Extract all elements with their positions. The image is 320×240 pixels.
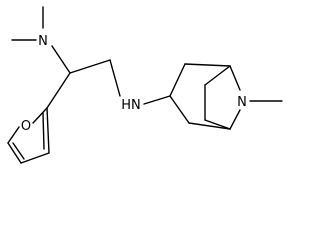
bond-n-ch: [51, 45, 71, 74]
furan-bond-c3-c2-double: [42, 112, 45, 150]
furan-bond-c5-c4-double: [12, 142, 25, 160]
furan-bond-o-c5: [7, 126, 20, 144]
bicyclic-c4-c5: [188, 122, 231, 130]
bicyclic-c1-n: [229, 65, 241, 91]
bond-ch2-nh: [109, 59, 121, 97]
bicyclic-c1-c7: [204, 65, 231, 86]
furan-bond-c3-c2: [46, 107, 50, 154]
bicyclic-n-c5: [229, 109, 241, 130]
structure-diagram: N O HN N: [7, 6, 283, 164]
atom-label-dimethyl-n: N: [38, 34, 48, 49]
molecule-drawing: N O HN N: [7, 6, 283, 164]
furan-bond-c2-o: [32, 107, 48, 124]
atom-label-nh: HN: [121, 98, 141, 113]
bond-ch-ch2: [69, 59, 111, 74]
bicyclic-c6-c5: [204, 119, 231, 130]
furan-bond-c5-c4: [7, 142, 22, 164]
bond-ch-furan: [46, 72, 71, 109]
furan-bond-c4-c3: [20, 152, 50, 164]
bicyclic-c3-c2: [169, 63, 186, 97]
bond-nh-c3: [143, 95, 171, 105]
atom-label-bicyclic-n: N: [237, 95, 247, 110]
bicyclic-c2-c1: [184, 63, 231, 67]
bicyclic-c3-c4: [169, 95, 190, 124]
atom-label-furan-o: O: [21, 119, 31, 134]
